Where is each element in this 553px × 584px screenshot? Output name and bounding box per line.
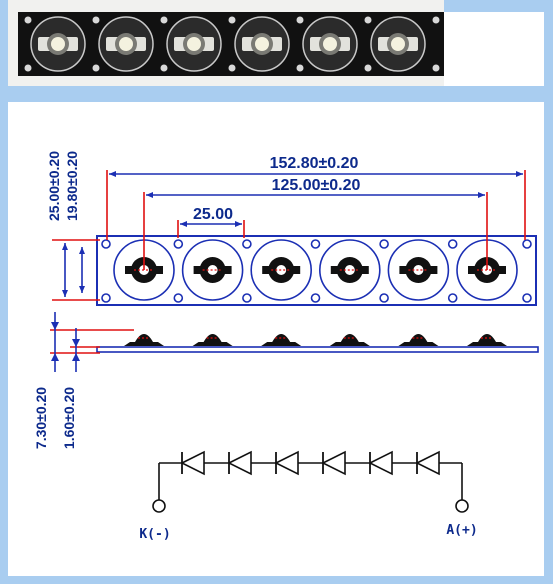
- anode-label: A(+): [446, 523, 477, 538]
- diode-chain: [180, 450, 440, 476]
- end-hole: [101, 293, 111, 303]
- board-thickness-label: 1.60±0.20: [61, 387, 77, 449]
- cathode-label: K(-): [139, 527, 170, 542]
- horizontal-dimensions: 152.80±0.20 125.00±0.20 25.00: [106, 155, 526, 270]
- mount-hole: [379, 239, 389, 249]
- side-led-base: [329, 342, 370, 346]
- photo-mount-hole: [92, 64, 100, 72]
- photo-mount-hole: [160, 64, 168, 72]
- side-view: [96, 334, 539, 353]
- mount-hole: [310, 293, 321, 303]
- led-footprint-ring: [318, 239, 381, 301]
- photo-led-lens: [51, 37, 65, 51]
- frame-left-bar: [0, 0, 8, 584]
- side-led-base: [261, 342, 302, 346]
- board-thickness-arrow: [72, 339, 80, 347]
- side-view-leds: [124, 334, 507, 346]
- cathode-terminal: [152, 499, 166, 513]
- led-height-arrow: [51, 353, 59, 361]
- photo-mount-hole: [364, 16, 372, 24]
- photo-mount-hole: [92, 16, 100, 24]
- photo-mount-hole: [364, 64, 372, 72]
- photo-led-lens: [187, 37, 201, 51]
- photo-mount-hole: [160, 16, 168, 24]
- led-height-label: 7.30±0.20: [33, 387, 49, 449]
- mount-hole: [242, 293, 252, 303]
- hole-spacing-label: 19.80±0.20: [64, 151, 80, 221]
- led-height-arrow: [51, 322, 59, 330]
- mount-hole: [242, 239, 252, 249]
- mount-hole: [447, 293, 458, 303]
- led-pitch-label: 25.00: [193, 206, 233, 223]
- end-hole: [101, 239, 111, 249]
- photo-mount-hole: [24, 64, 32, 72]
- board-height-label: 25.00±0.20: [46, 151, 62, 221]
- photo-mount-hole: [432, 16, 440, 24]
- photo-mount-hole: [296, 64, 304, 72]
- photo-mount-hole: [296, 16, 304, 24]
- mount-hole: [173, 293, 184, 303]
- frame-top-band: [436, 0, 553, 12]
- board-thickness-arrow: [72, 353, 80, 361]
- anode-terminal: [455, 499, 469, 513]
- hole-pitch-label: 125.00±0.20: [272, 177, 361, 194]
- photo-leds: [24, 16, 440, 72]
- photo-led-lens: [323, 37, 337, 51]
- end-hole: [522, 239, 532, 249]
- led-strip-photo: [8, 0, 444, 86]
- overall-length-label: 152.80±0.20: [270, 155, 359, 172]
- top-view: [96, 235, 537, 306]
- diode-triangle: [368, 450, 393, 476]
- photo-mount-hole: [24, 16, 32, 24]
- frame-right-bar: [544, 0, 553, 584]
- vertical-dimensions: 25.00±0.20 19.80±0.20 7.30±0.20 1.60±0.2…: [33, 151, 134, 449]
- mount-hole: [379, 293, 389, 303]
- diode-triangle: [227, 450, 252, 476]
- mount-hole: [447, 239, 458, 249]
- end-hole: [522, 293, 532, 303]
- led-footprint-ring: [181, 239, 244, 301]
- diode-triangle: [415, 450, 440, 476]
- side-board: [96, 346, 539, 353]
- side-led-base: [124, 342, 164, 346]
- photo-mount-hole: [228, 16, 236, 24]
- diode-triangle: [274, 450, 299, 476]
- frame-band-under-photo: [8, 86, 544, 102]
- photo-mount-hole: [228, 64, 236, 72]
- side-led-base: [467, 342, 507, 346]
- mount-hole: [310, 239, 321, 249]
- side-led-base: [192, 342, 233, 346]
- mount-hole: [173, 239, 184, 249]
- photo-led-lens: [255, 37, 269, 51]
- circuit-schematic: K(-) A(+): [139, 450, 478, 542]
- side-led-base: [398, 342, 439, 346]
- photo-mount-hole: [432, 64, 440, 72]
- led-footprint-ring: [250, 239, 313, 301]
- photo-led-lens: [391, 37, 405, 51]
- photo-led-lens: [119, 37, 133, 51]
- diode-triangle: [321, 450, 346, 476]
- diode-triangle: [180, 450, 205, 476]
- led-footprint-ring: [387, 239, 450, 301]
- frame-bottom-bar: [0, 576, 553, 584]
